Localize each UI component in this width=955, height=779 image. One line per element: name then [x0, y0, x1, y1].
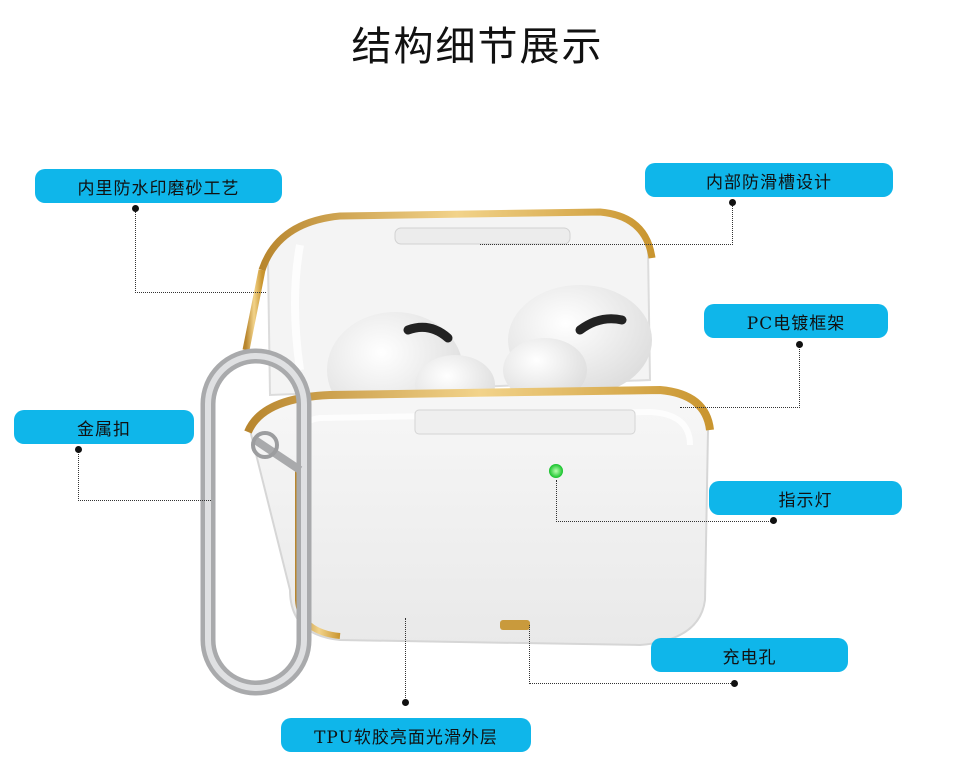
label-charging-port: 充电孔	[651, 638, 848, 672]
leader-inner-waterproof	[135, 212, 266, 293]
label-pc-frame: PC电镀框架	[704, 304, 888, 338]
label-inner-slot: 内部防滑槽设计	[645, 163, 893, 197]
metal-carabiner	[200, 348, 312, 696]
leader-inner-slot	[480, 202, 733, 245]
leader-metal-clasp	[78, 452, 211, 501]
label-indicator: 指示灯	[709, 481, 902, 515]
leader-charging-port	[529, 625, 735, 684]
label-metal-clasp: 金属扣	[14, 410, 194, 444]
dot-inner-waterproof	[132, 205, 139, 212]
indicator-led	[549, 464, 563, 478]
right-earbud	[503, 285, 652, 402]
dot-tpu-shell	[402, 699, 409, 706]
leader-indicator	[556, 480, 775, 522]
leader-pc-frame	[680, 345, 800, 408]
dot-inner-slot	[729, 199, 736, 206]
page-title: 结构细节展示	[351, 24, 604, 70]
dot-charging-port	[731, 680, 738, 687]
dot-indicator	[770, 517, 777, 524]
leader-tpu-shell	[405, 618, 406, 702]
label-tpu-shell: TPU软胶亮面光滑外层	[281, 718, 531, 752]
dot-metal-clasp	[75, 446, 82, 453]
label-inner-waterproof: 内里防水印磨砂工艺	[35, 169, 282, 203]
dot-pc-frame	[796, 341, 803, 348]
